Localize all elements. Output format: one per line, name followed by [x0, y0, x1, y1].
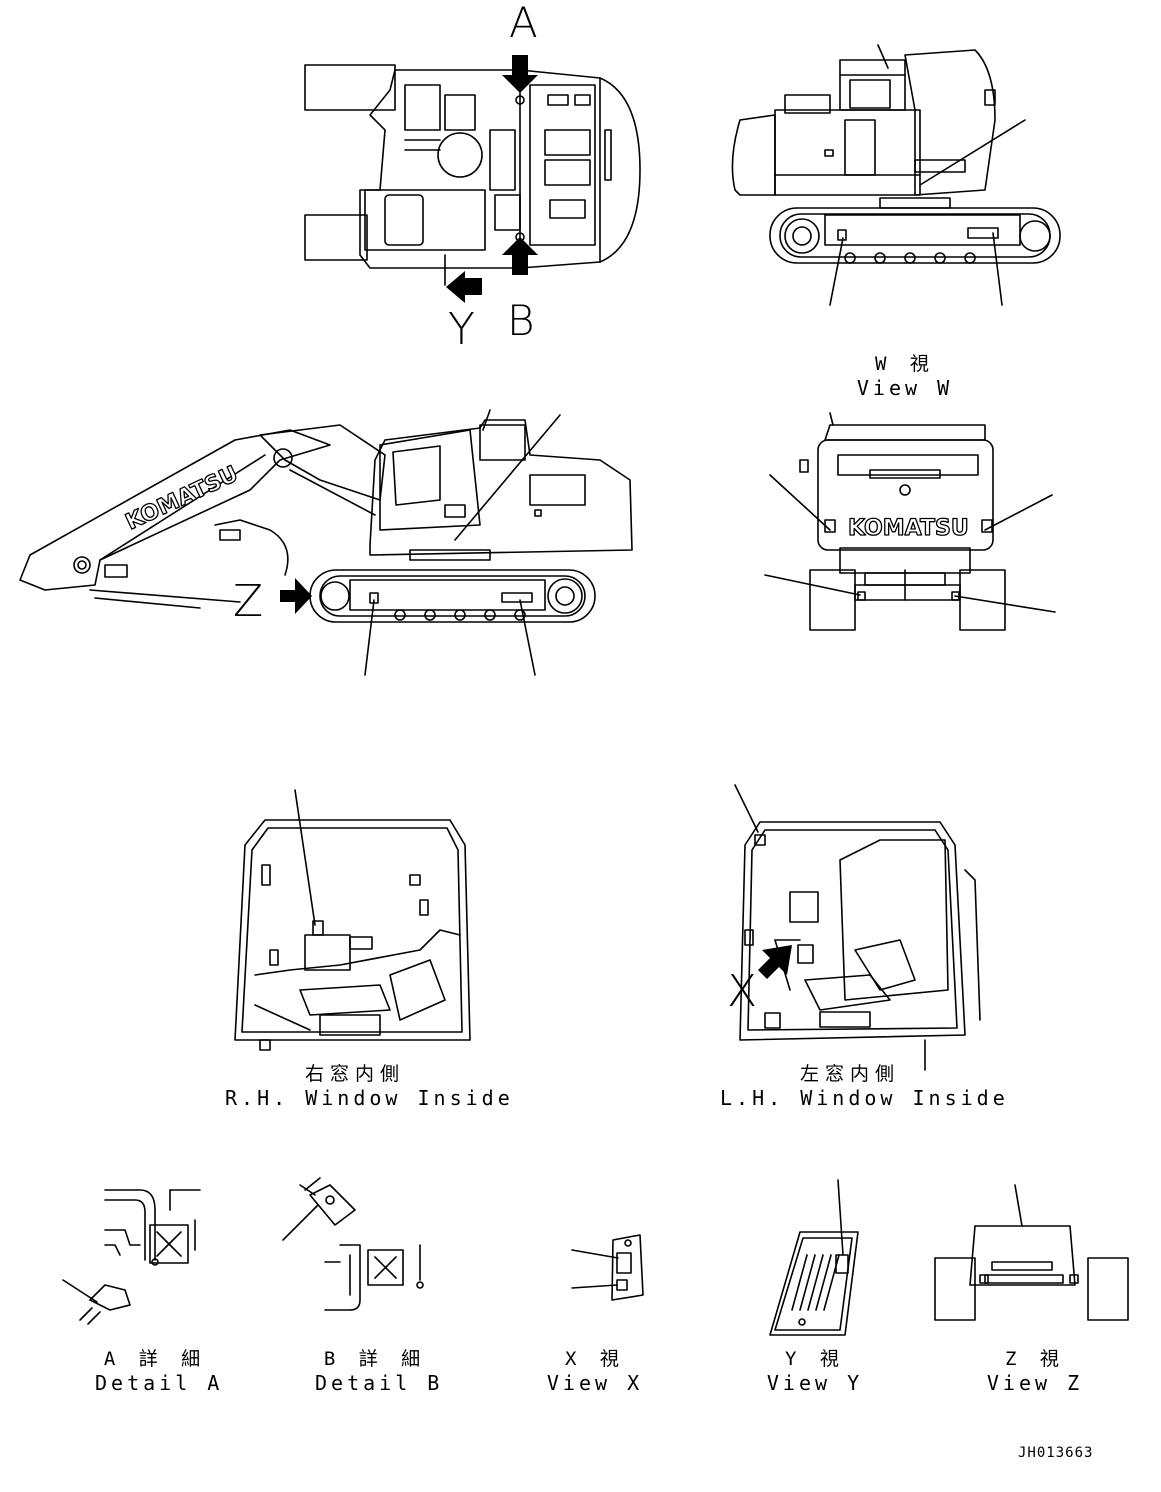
caption-view-x-jp: X 視 — [565, 1348, 625, 1370]
boom-brand-text: KOMATSU — [122, 462, 242, 536]
caption-rh-window-en: R.H. Window Inside — [225, 1086, 514, 1110]
view-z-leader — [1014, 1184, 1023, 1227]
caption-view-z-en: View Z — [986, 1371, 1084, 1395]
rear-view-machine — [799, 424, 1006, 631]
caption-lh-window-jp: 左窓内側 — [799, 1063, 900, 1085]
drawing-code: JH013663 — [1018, 1445, 1094, 1461]
arrow-b-icon — [502, 237, 538, 275]
caption-view-w-en: View W — [856, 376, 954, 400]
rh-cab-drawing — [234, 819, 471, 1051]
detail-b-drawing — [299, 1177, 424, 1311]
arrow-x-icon — [758, 945, 792, 979]
lh-cab-drawing — [739, 821, 981, 1071]
caption-detail-a-en: Detail A — [95, 1371, 224, 1395]
caption-rh-window: 右窓内側 R.H. Window Inside — [225, 1062, 514, 1110]
lh-cab-leader — [734, 784, 759, 833]
arrow-a-icon — [502, 55, 538, 93]
view-letter-a: A — [509, 0, 538, 47]
caption-view-z: Z 視 View Z — [980, 1347, 1090, 1395]
caption-detail-b-en: Detail B — [315, 1371, 444, 1395]
caption-rh-window-jp: 右窓内側 — [304, 1063, 405, 1085]
rear-view-leaders — [764, 412, 1056, 613]
detail-a-leader — [62, 1279, 98, 1303]
caption-view-z-jp: Z 視 — [1005, 1348, 1065, 1370]
caption-lh-window: 左窓内側 L.H. Window Inside — [720, 1062, 1009, 1110]
view-x-leaders — [571, 1249, 619, 1289]
caption-lh-window-en: L.H. Window Inside — [720, 1086, 1009, 1110]
view-letter-b: B — [507, 296, 535, 345]
caption-detail-a: A 詳 細 Detail A — [95, 1347, 224, 1395]
view-y-leader — [837, 1179, 844, 1256]
arrow-y-icon — [446, 271, 482, 303]
view-w-machine — [731, 49, 1061, 264]
view-letter-y: Y — [448, 304, 475, 355]
view-x-drawing — [611, 1234, 644, 1301]
caption-detail-a-jp: A 詳 細 — [103, 1348, 207, 1370]
view-letter-z: Z — [233, 576, 264, 627]
detail-a-drawing — [79, 1189, 201, 1325]
caption-detail-b-jp: B 詳 細 — [323, 1348, 427, 1370]
caption-detail-b: B 詳 細 Detail B — [315, 1347, 444, 1395]
caption-view-y-jp: Y 視 — [785, 1348, 845, 1370]
caption-view-w: W 視 View W — [840, 352, 970, 400]
caption-view-y-en: View Y — [766, 1371, 864, 1395]
view-letter-x: X — [727, 966, 758, 1017]
top-view-machine — [304, 64, 641, 286]
view-y-drawing — [769, 1231, 859, 1336]
side-view-leaders — [364, 409, 561, 676]
view-w-leaders — [829, 44, 1026, 306]
arrow-z-icon — [280, 578, 312, 614]
side-view-machine — [19, 419, 633, 623]
caption-view-w-jp: W 視 — [875, 353, 935, 375]
detail-b-leader — [282, 1204, 319, 1241]
caption-view-x-en: View X — [546, 1371, 644, 1395]
rh-cab-leader — [294, 789, 316, 926]
caption-view-x: X 視 View X — [540, 1347, 650, 1395]
caption-view-y: Y 視 View Y — [760, 1347, 870, 1395]
rear-brand-text: KOMATSU — [848, 516, 969, 541]
view-z-drawing — [934, 1225, 1129, 1321]
